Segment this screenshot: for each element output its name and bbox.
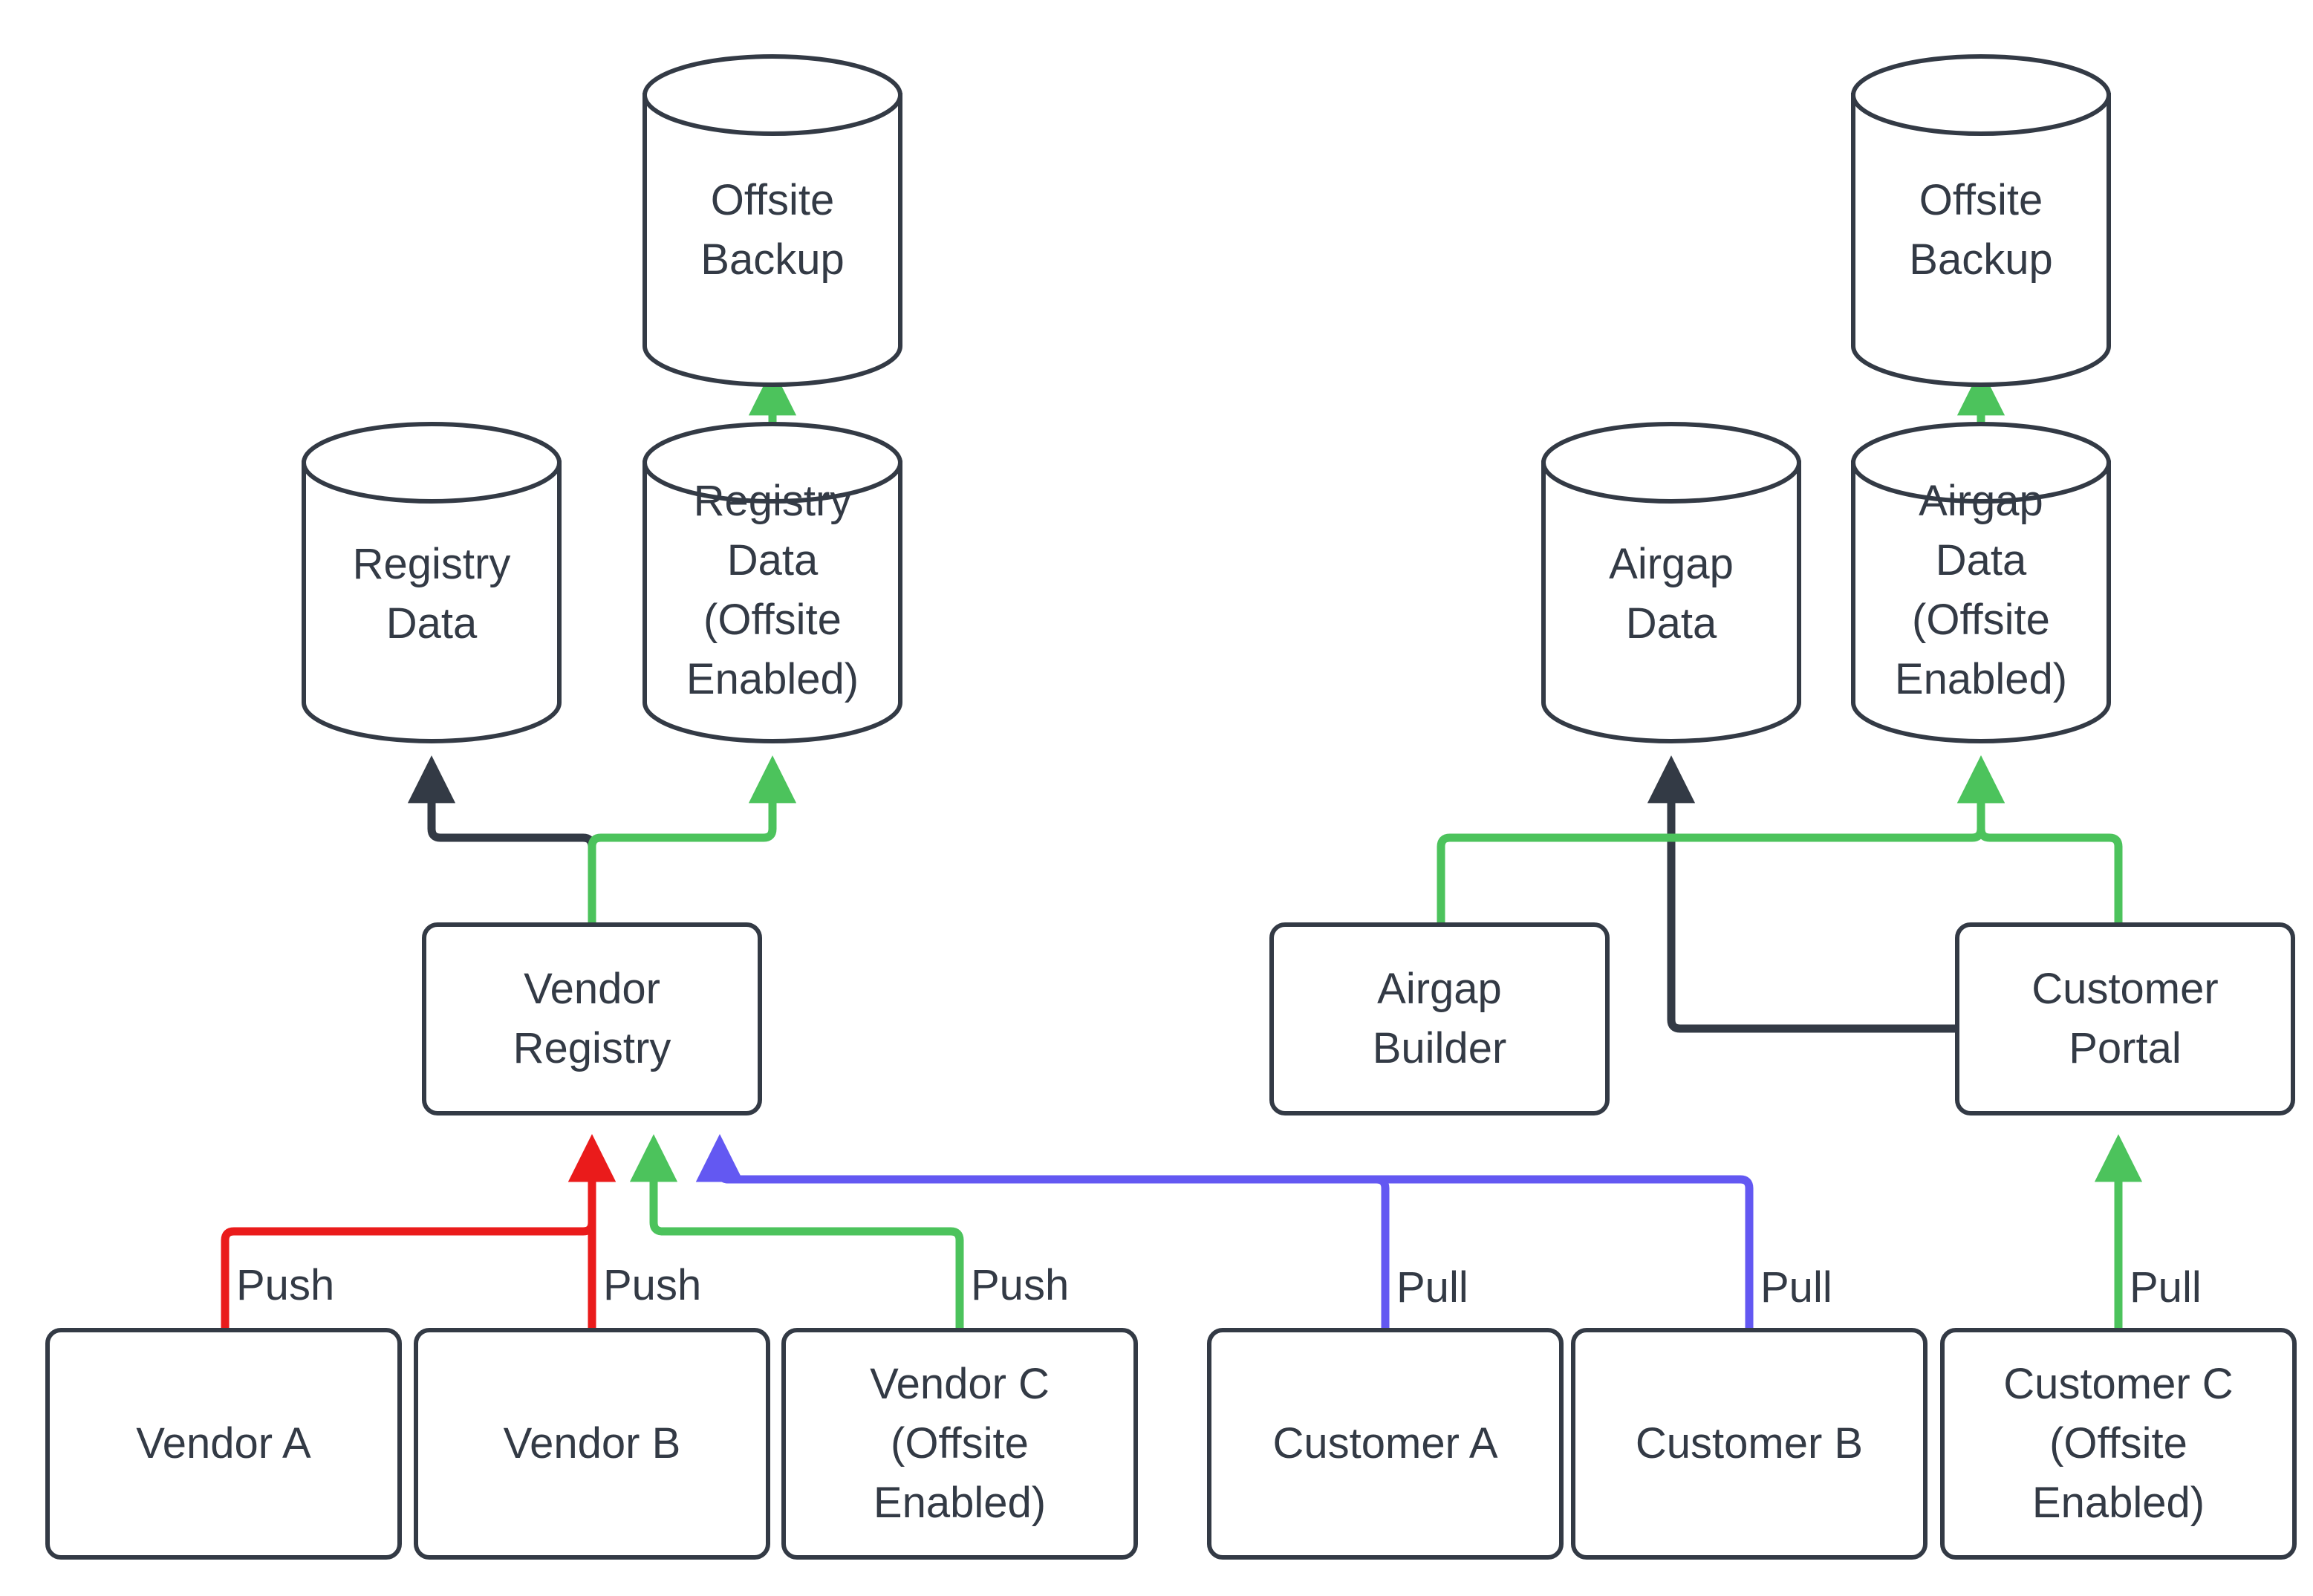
node-offsite-backup-left[interactable] bbox=[642, 54, 902, 387]
node-airgap-data[interactable] bbox=[1541, 422, 1801, 743]
node-vendor-a[interactable] bbox=[45, 1328, 402, 1560]
node-vendor-b[interactable] bbox=[414, 1328, 770, 1560]
node-customer-b[interactable] bbox=[1571, 1328, 1928, 1560]
node-vendor-registry[interactable] bbox=[422, 922, 762, 1115]
node-customer-a[interactable] bbox=[1207, 1328, 1564, 1560]
edge-vendor-registry-to-registry-data bbox=[407, 755, 596, 925]
node-vendor-c[interactable] bbox=[781, 1328, 1138, 1560]
node-customer-c[interactable] bbox=[1940, 1328, 2297, 1560]
node-registry-data[interactable] bbox=[302, 422, 562, 743]
edge-label-pull-customer-b: Pull bbox=[1756, 1265, 1837, 1311]
node-airgap-builder[interactable] bbox=[1269, 922, 1610, 1115]
edge-customer-portal-to-airgap-data-offsite bbox=[1956, 755, 2123, 925]
node-offsite-backup-right[interactable] bbox=[1851, 54, 2111, 387]
edge-vendor-registry-to-registry-data-offsite bbox=[588, 755, 797, 925]
node-registry-data-offsite[interactable] bbox=[642, 422, 902, 743]
edge-vendor-c-to-vendor-registry bbox=[629, 1134, 964, 1330]
edge-customer-b-to-vendor-registry bbox=[695, 1134, 1754, 1330]
edge-label-pull-customer-a: Pull bbox=[1392, 1265, 1473, 1311]
edge-label-push-vendor-a: Push bbox=[232, 1263, 339, 1309]
node-customer-portal[interactable] bbox=[1955, 922, 2295, 1115]
edge-label-push-vendor-b: Push bbox=[599, 1263, 706, 1309]
node-airgap-data-offsite[interactable] bbox=[1851, 422, 2111, 743]
edge-airgap-builder-to-airgap-data-offsite bbox=[1437, 755, 2005, 925]
edge-customer-portal-to-airgap-data bbox=[1647, 755, 1957, 1033]
edge-label-push-vendor-c: Push bbox=[966, 1263, 1074, 1309]
edge-label-pull-customer-c: Pull bbox=[2125, 1265, 2206, 1311]
